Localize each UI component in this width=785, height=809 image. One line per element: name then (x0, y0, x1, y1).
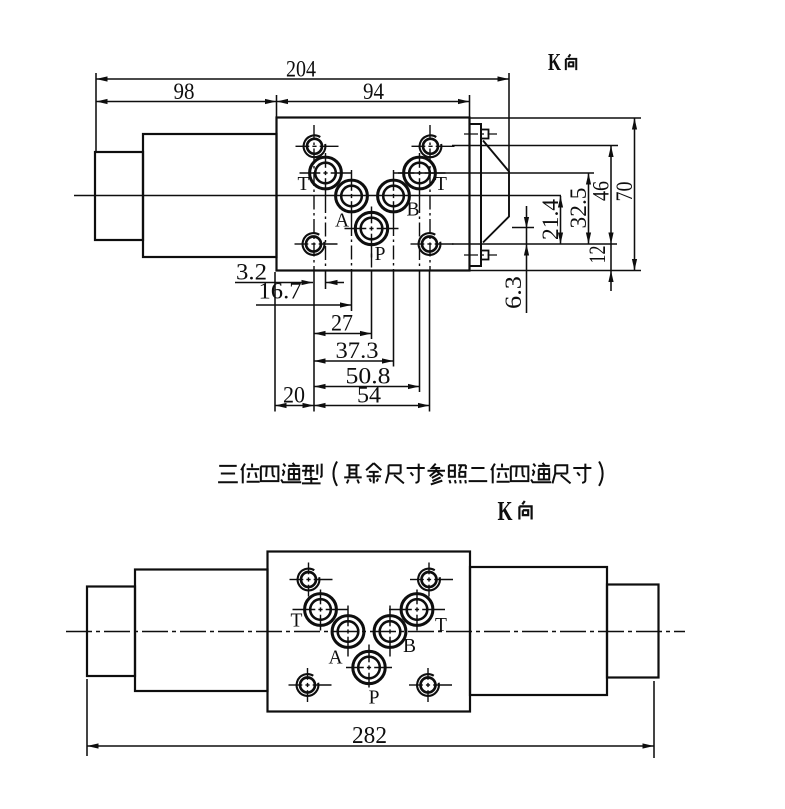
svg-text:282: 282 (352, 723, 387, 749)
svg-text:70: 70 (612, 182, 637, 202)
svg-text:32.5: 32.5 (566, 188, 591, 229)
svg-text:P: P (369, 688, 380, 709)
svg-text:46: 46 (589, 181, 614, 201)
svg-text:20: 20 (283, 383, 305, 408)
svg-text:B: B (403, 636, 416, 657)
svg-text:27: 27 (331, 311, 353, 336)
svg-text:54: 54 (357, 383, 382, 408)
svg-text:T: T (435, 615, 447, 636)
svg-text:3.2: 3.2 (236, 260, 267, 285)
svg-text:P: P (375, 244, 386, 265)
svg-text:T: T (298, 174, 310, 195)
svg-text:94: 94 (363, 79, 384, 104)
svg-text:37.3: 37.3 (336, 338, 379, 363)
svg-text:21.4: 21.4 (538, 198, 563, 240)
svg-text:204: 204 (286, 57, 316, 82)
svg-text:12: 12 (585, 246, 610, 264)
svg-text:50.8: 50.8 (346, 364, 391, 389)
svg-text:A: A (335, 211, 349, 232)
svg-text:6.3: 6.3 (501, 276, 526, 309)
svg-text:K: K (498, 496, 513, 526)
svg-text:T: T (291, 611, 303, 632)
svg-text:K: K (548, 50, 561, 76)
svg-text:16.7: 16.7 (259, 279, 302, 304)
svg-text:98: 98 (174, 79, 195, 104)
svg-text:T: T (435, 174, 447, 195)
svg-text:B: B (406, 200, 419, 221)
svg-text:A: A (328, 648, 342, 669)
